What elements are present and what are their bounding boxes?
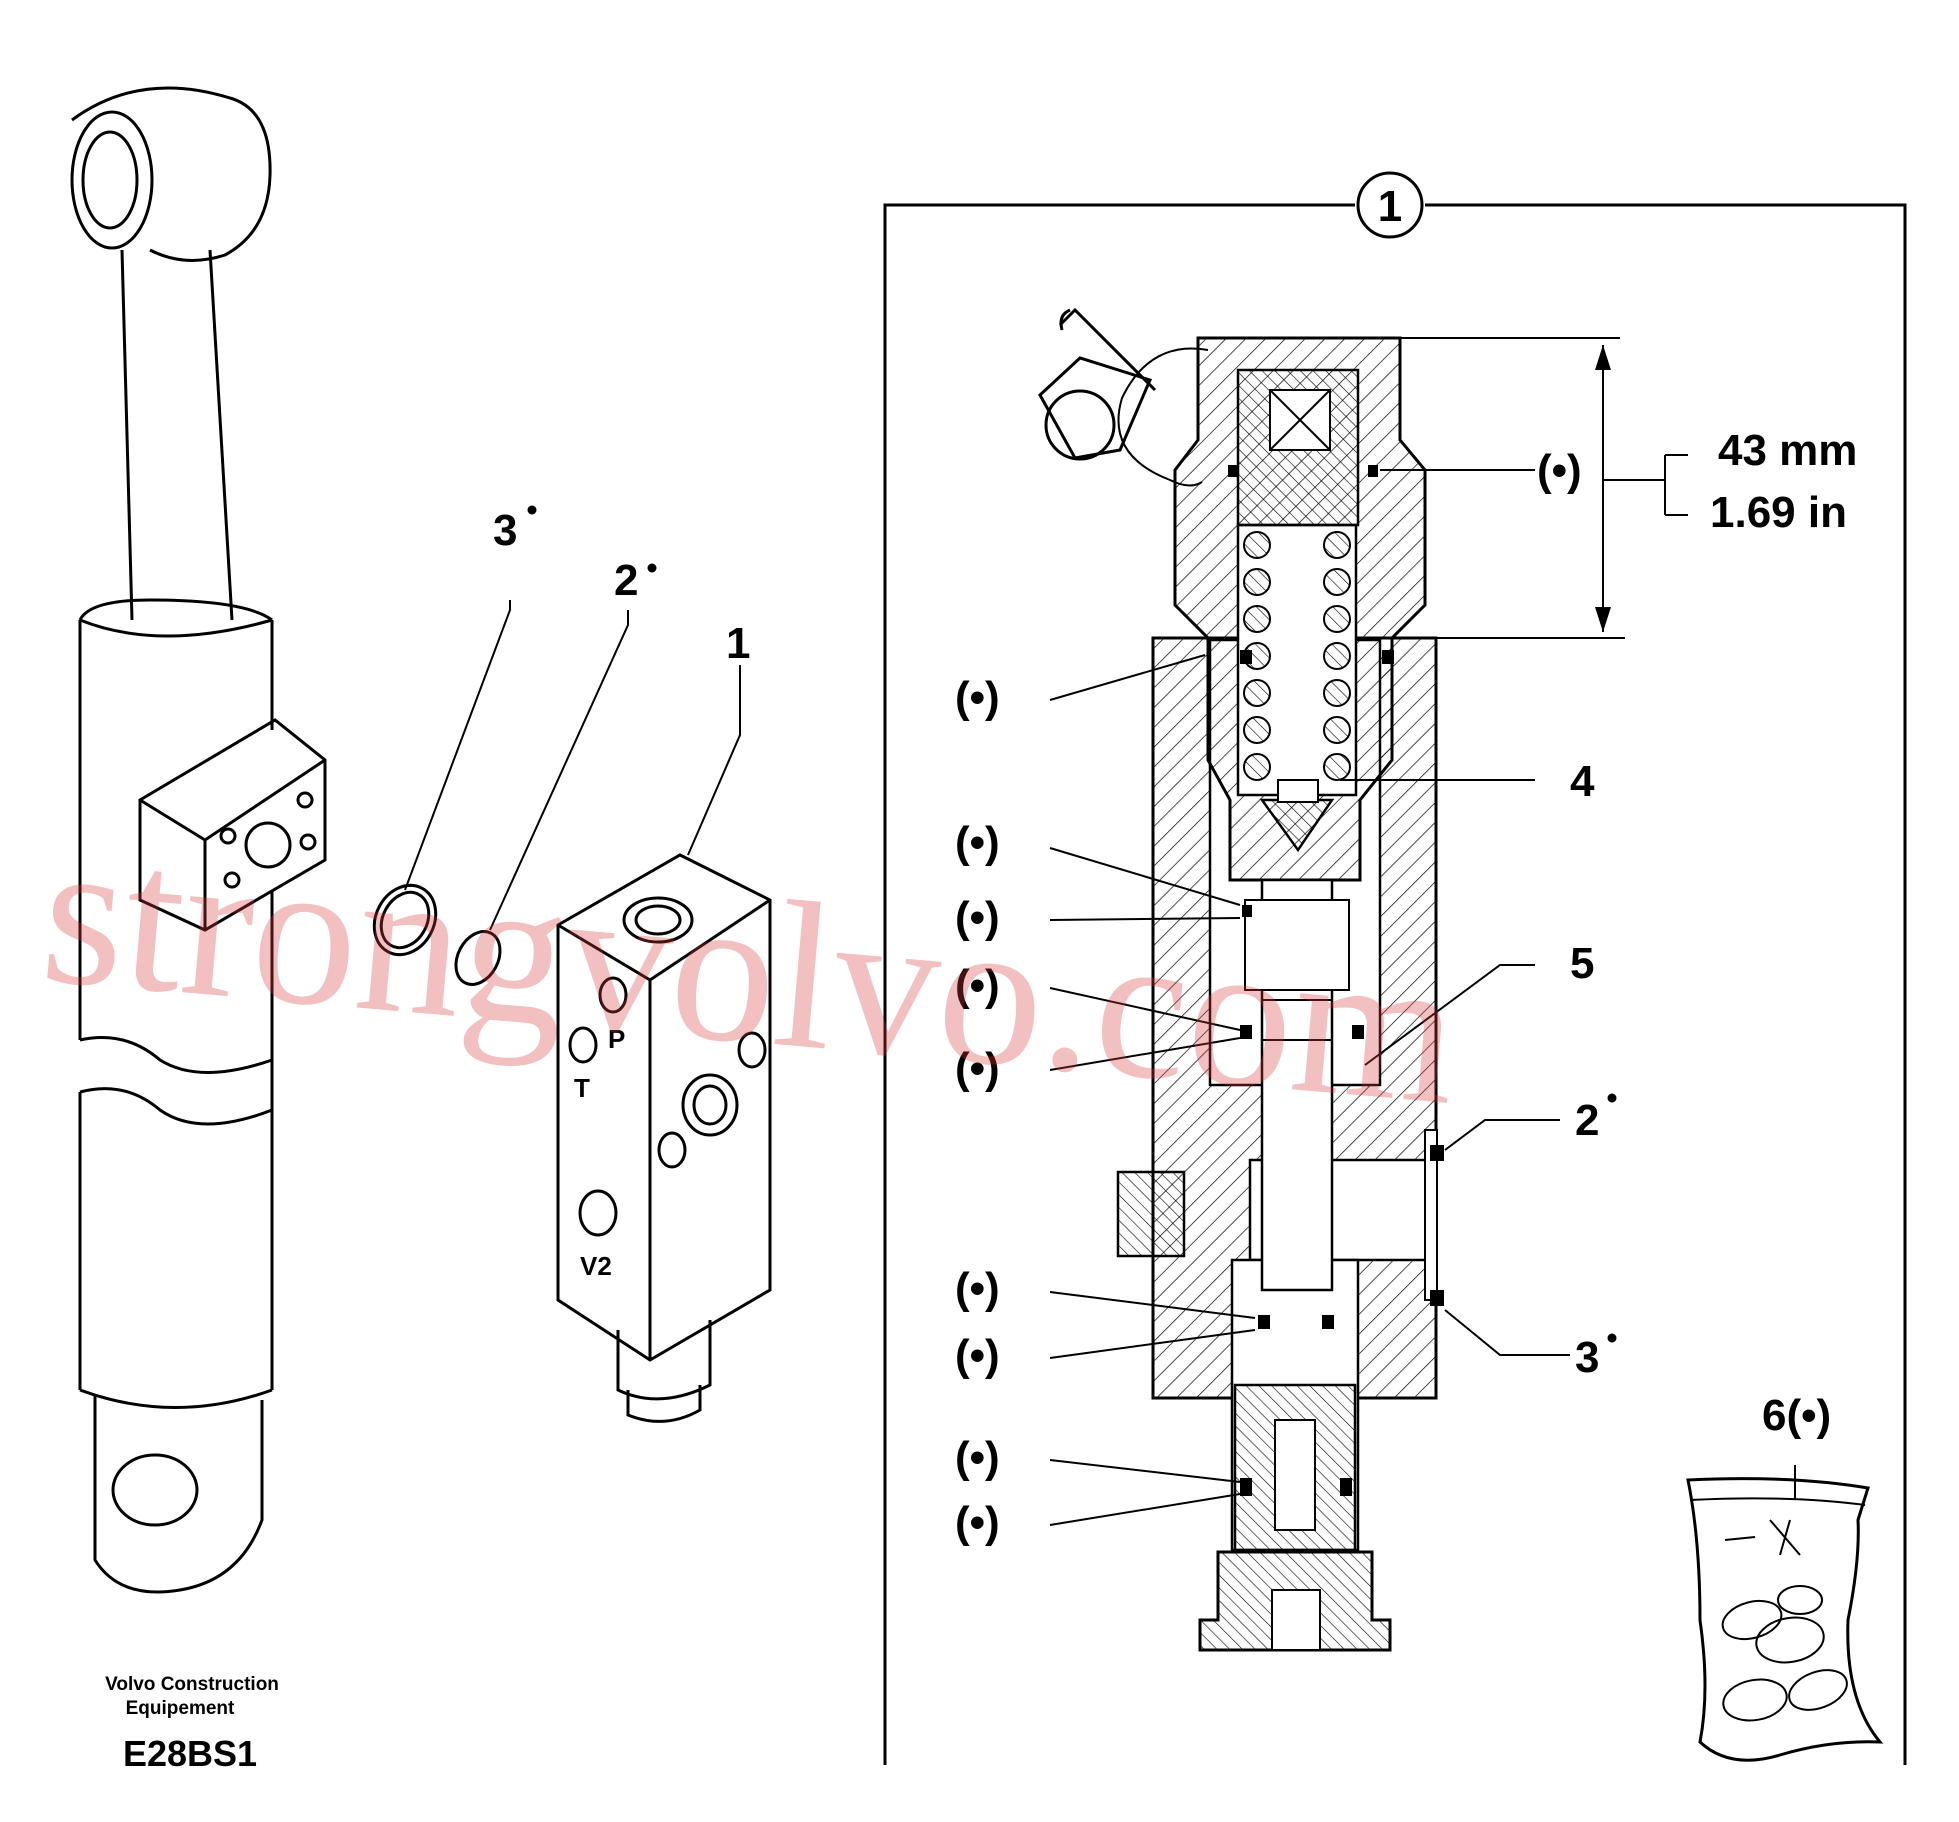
unlisted-callout: (•) [955, 818, 1000, 867]
detail-frame [883, 171, 1907, 1765]
unlisted-dot [527, 505, 537, 515]
unlisted-callout: (•) [955, 1264, 1000, 1313]
dimension-imperial: 1.69 in [1710, 488, 1847, 537]
detail-badge-label: 1 [1378, 182, 1402, 231]
seal-kit-bag [1686, 1477, 1884, 1762]
o-ring-2 [454, 930, 502, 986]
callout-2-detail: 2 [1575, 1096, 1599, 1145]
unlisted-callout: (•) [955, 1044, 1000, 1093]
leader-1 [687, 665, 741, 856]
valve-block [556, 853, 772, 1423]
port-v2-label: V2 [580, 1251, 612, 1281]
unlisted-dot [1607, 1333, 1617, 1343]
spring [1243, 531, 1351, 781]
callout-5: 5 [1570, 939, 1594, 988]
valve-section [1116, 336, 1444, 1652]
detail-badge [1356, 171, 1424, 239]
callout-4: 4 [1570, 757, 1595, 806]
unlisted-callout: (•) [955, 961, 1000, 1010]
numbered-callouts [1340, 779, 1796, 1500]
port-p-label: P [608, 1024, 625, 1054]
unlisted-callout: (•) [1537, 446, 1582, 495]
unlisted-callout: (•) [955, 673, 1000, 722]
callout-2-exploded: 2 [614, 556, 638, 605]
unlisted-callout: (•) [955, 1433, 1000, 1482]
dimension-metric: 43 mm [1718, 426, 1857, 475]
o-ring-3 [372, 883, 438, 957]
unlisted-callout: (•) [955, 1331, 1000, 1380]
leader-3 [404, 600, 511, 891]
hydraulic-cylinder [70, 86, 327, 1594]
credit-line1: Volvo Construction [105, 1674, 279, 1695]
callout-3-detail: 3 [1575, 1333, 1599, 1382]
unlisted-callout: (•) [955, 893, 1000, 942]
callout-1-exploded: 1 [726, 619, 750, 668]
credit-line2: Equipement [126, 1698, 235, 1719]
port-t-label: T [574, 1073, 590, 1103]
unlisted-dot [1607, 1093, 1617, 1103]
unlisted-callout: (•) [955, 1498, 1000, 1547]
seal-cap [1038, 307, 1209, 487]
drawing-code: E28BS1 [123, 1733, 257, 1774]
callout-3-exploded: 3 [493, 506, 517, 555]
leader-2 [489, 610, 629, 931]
unlisted-callouts [1049, 469, 1535, 1526]
dimension-43mm [1370, 337, 1688, 639]
unlisted-dot [647, 563, 657, 573]
callout-6-kit: 6(•) [1762, 1391, 1831, 1440]
